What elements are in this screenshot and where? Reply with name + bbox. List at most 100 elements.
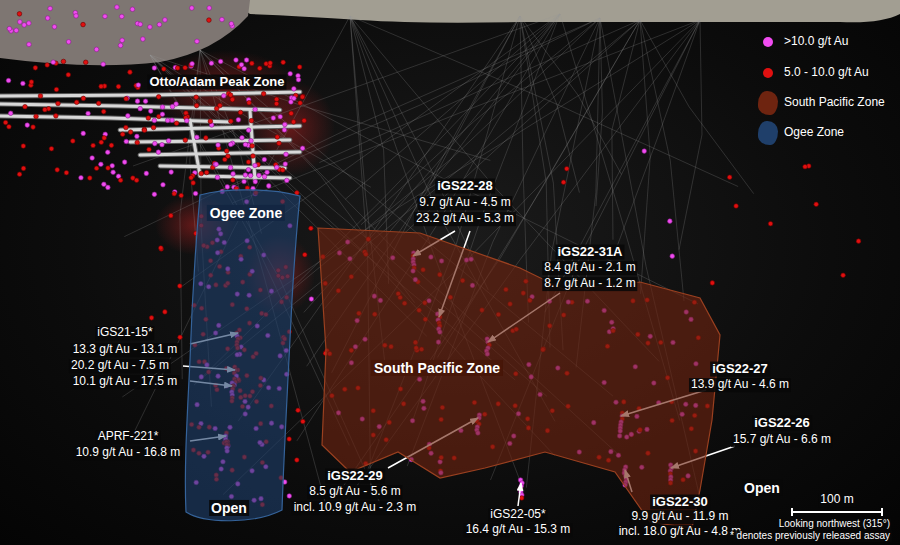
assay-dot (128, 130, 133, 135)
assay-dot (156, 150, 161, 155)
topography (230, 0, 900, 23)
assay-dot (170, 118, 175, 123)
assay-dot (274, 97, 279, 102)
assay-dot (14, 28, 19, 33)
assay-dot (215, 175, 220, 180)
assay-dot (106, 166, 111, 171)
assay-dot (768, 221, 773, 226)
assay-dot (190, 61, 195, 66)
assay-dot (253, 163, 258, 168)
assay-dot (230, 97, 235, 102)
assay-value: 8.4 g/t Au - 2.1 m (542, 261, 637, 275)
assay-dot (165, 118, 170, 123)
assay-dot (277, 141, 282, 146)
assay-dot (119, 14, 124, 19)
assay-dot (218, 59, 223, 64)
assay-dot (282, 128, 287, 133)
assay-dot (90, 156, 95, 161)
assay-dot (55, 168, 60, 173)
assay-dot (74, 100, 79, 105)
assay-dot (51, 60, 56, 65)
assay-dot (7, 26, 12, 31)
assay-dot (17, 172, 22, 177)
assay-dot (561, 180, 566, 185)
assay-dot (183, 65, 188, 70)
assay-dot (151, 125, 156, 130)
assay-dot (175, 66, 180, 71)
assay-dot (262, 157, 267, 162)
drill-trace (596, 18, 602, 206)
assay-dot (64, 170, 69, 175)
drill-trace (319, 20, 640, 163)
assay-dot (103, 14, 108, 19)
assay-dot (3, 120, 8, 125)
assay-dot (564, 166, 569, 171)
assay-value: 23.2 g/t Au - 5.3 m (414, 212, 516, 226)
assay-dot (298, 101, 303, 106)
assay-dot (292, 87, 297, 92)
assay-dot (115, 5, 120, 10)
assay-dot (262, 174, 267, 179)
assay-dot (289, 100, 294, 105)
assay-dot (253, 107, 258, 112)
hole-id: iGS22-29 (325, 469, 385, 484)
assay-dot (228, 93, 233, 98)
assay-value: 13.9 g/t Au - 4.6 m (689, 378, 791, 392)
assay-dot (81, 96, 86, 101)
assay-dot (101, 62, 106, 67)
assay-dot (148, 25, 153, 30)
assay-dot (250, 61, 255, 66)
hole-id: iGS22-26 (752, 416, 812, 431)
assay-dot (246, 160, 251, 165)
assay-dot (149, 316, 154, 321)
assay-dot (278, 114, 283, 119)
assay-dot (710, 281, 715, 286)
assay-dot (300, 95, 305, 100)
assay-dot (240, 135, 245, 140)
assay-dot (88, 176, 93, 181)
assay-dot (234, 58, 239, 63)
assay-dot (209, 61, 214, 66)
assay-dot (33, 66, 38, 71)
assay-dot (179, 193, 184, 198)
assay-dot (142, 127, 147, 132)
assay-dot (152, 192, 157, 197)
assay-dot (8, 111, 13, 116)
assay-dot (120, 132, 125, 137)
assay-dot (118, 43, 123, 48)
assay-dot (221, 94, 226, 99)
assay-dot (31, 125, 36, 130)
assay-dot (734, 204, 739, 209)
assay-dot (309, 297, 314, 302)
assay-dot (161, 182, 166, 187)
assay-dot (142, 128, 147, 133)
workings (0, 92, 300, 180)
assay-dot (291, 120, 296, 125)
assay-dot (99, 140, 104, 145)
assay-dot (134, 178, 139, 183)
assay-dot (228, 142, 233, 147)
assay-dot (79, 175, 84, 180)
assay-dot (146, 116, 151, 121)
assay-dot (21, 81, 26, 86)
assay-value: 8.7 g/t Au - 1.2 m (542, 277, 637, 291)
assay-dot (74, 14, 79, 19)
assay-dot (250, 144, 255, 149)
assay-dot (147, 147, 152, 152)
drill-trace (345, 14, 560, 199)
assay-dot (856, 239, 861, 244)
assay-dot (124, 139, 129, 144)
assay-dot (135, 99, 140, 104)
assay-dot (727, 175, 732, 180)
zone-name: Ogee Zone (207, 205, 285, 221)
assay-dot (49, 146, 54, 151)
assay-value: 15.7 g/t Au - 6.6 m (731, 433, 833, 447)
assay-dot (242, 66, 247, 71)
assay-dot (189, 6, 194, 11)
assay-dot (118, 178, 123, 183)
assay-dot (157, 22, 162, 27)
assay-dot (297, 65, 302, 70)
legend-text: >10.0 g/t Au (784, 35, 848, 49)
assay-dot (296, 77, 301, 82)
assay-dot (18, 20, 23, 25)
